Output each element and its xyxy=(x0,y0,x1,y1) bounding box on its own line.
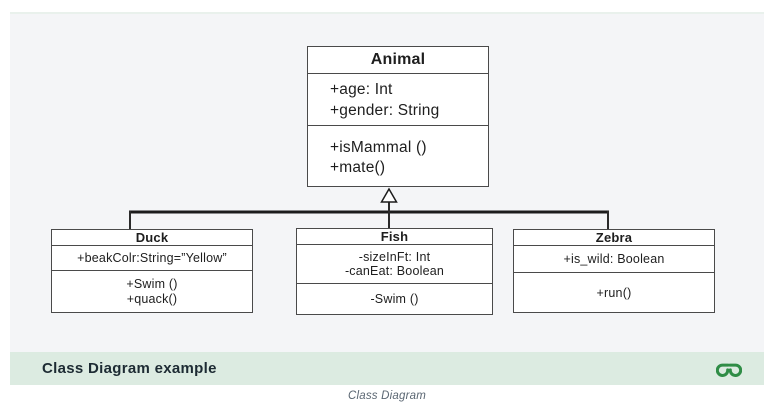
attribute-line: +beakColr:String=”Yellow” xyxy=(77,251,227,265)
class-methods-animal: +isMammal () +mate() xyxy=(308,126,488,186)
class-methods-zebra: +run() xyxy=(514,273,714,312)
method-line: +mate() xyxy=(330,159,386,176)
method-line: +Swim () xyxy=(126,276,178,291)
method-line: +run() xyxy=(596,285,632,300)
geeksforgeeks-logo-icon xyxy=(716,361,742,377)
class-box-duck: Duck +beakColr:String=”Yellow” +Swim () … xyxy=(51,229,253,313)
method-line: +quack() xyxy=(126,291,178,306)
method-line: +isMammal () xyxy=(330,139,427,156)
method-line: -Swim () xyxy=(370,292,419,306)
attribute-line: +age: Int xyxy=(330,80,393,98)
class-attributes-zebra: +is_wild: Boolean xyxy=(514,246,714,273)
class-attributes-duck: +beakColr:String=”Yellow” xyxy=(52,246,252,271)
class-attributes-animal: +age: Int +gender: String xyxy=(308,74,488,126)
class-box-zebra: Zebra +is_wild: Boolean +run() xyxy=(513,229,715,313)
attribute-line: -canEat: Boolean xyxy=(344,264,445,278)
attribute-line: +gender: String xyxy=(330,101,440,119)
attribute-line: +is_wild: Boolean xyxy=(563,252,665,266)
attribute-line: -sizeInFt: Int xyxy=(358,250,431,264)
class-attributes-fish: -sizeInFt: Int -canEat: Boolean xyxy=(297,245,492,284)
class-name-animal: Animal xyxy=(308,47,488,74)
class-methods-fish: -Swim () xyxy=(297,284,492,314)
class-name-fish: Fish xyxy=(297,229,492,245)
class-box-animal: Animal +age: Int +gender: String +isMamm… xyxy=(307,46,489,187)
footer-banner: Class Diagram example xyxy=(10,352,764,385)
class-box-fish: Fish -sizeInFt: Int -canEat: Boolean -Sw… xyxy=(296,228,493,315)
footer-title: Class Diagram example xyxy=(42,360,217,377)
image-caption: Class Diagram xyxy=(347,390,426,402)
class-name-zebra: Zebra xyxy=(514,230,714,246)
class-methods-duck: +Swim () +quack() xyxy=(52,271,252,312)
class-name-duck: Duck xyxy=(52,230,252,246)
